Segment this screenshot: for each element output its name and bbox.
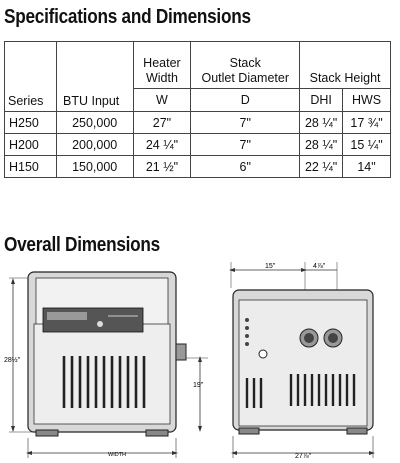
d-cell: 6" <box>190 155 301 178</box>
btu-cell: 150,000 <box>55 155 134 178</box>
series-header <box>4 41 57 112</box>
overall-title: Overall Dimensions <box>4 234 160 256</box>
btu-header-label: BTU Input <box>63 94 120 108</box>
series-cell: H150 <box>4 155 57 178</box>
side-height-label: 19" <box>193 382 204 389</box>
w-cell: 24 ¼" <box>132 133 192 156</box>
heater-rear-view: 15" 4⅞" 27⅞" <box>229 262 375 460</box>
heater-front-view: 28½" 19" WIDTH <box>4 271 208 458</box>
top-offset-label: 15" <box>265 263 276 270</box>
hws-header: HWS <box>342 88 391 112</box>
d-header: D <box>190 88 301 112</box>
table-row: H250 250,000 27" 7" 28 ¼" 17 ¾" <box>4 111 391 134</box>
btu-cell: 250,000 <box>55 111 134 134</box>
dhi-cell: 28 ¼" <box>299 111 344 134</box>
w-cell: 21 ½" <box>132 155 192 178</box>
table-row: H200 200,000 24 ¼" 7" 28 ¼" 15 ¼" <box>4 133 391 156</box>
d-cell: 7" <box>190 133 301 156</box>
hws-cell: 15 ¼" <box>342 133 391 156</box>
dhi-header: DHI <box>299 88 344 112</box>
front-louvers <box>62 356 146 408</box>
width-dimension-label: WIDTH <box>108 452 126 458</box>
w-cell: 27" <box>132 111 192 134</box>
depth-dimension-label: 27⅞" <box>295 453 312 460</box>
rear-louvers <box>289 374 356 406</box>
dhi-cell: 22 ¼" <box>299 155 344 178</box>
series-cell: H250 <box>4 111 57 134</box>
specs-title: Specifications and Dimensions <box>4 6 251 28</box>
table-row: H150 150,000 21 ½" 6" 22 ¼" 14" <box>4 155 391 178</box>
d-cell: 7" <box>190 111 301 134</box>
series-cell: H200 <box>4 133 57 156</box>
stack-height-header: Stack Height <box>299 41 391 89</box>
dhi-cell: 28 ¼" <box>299 133 344 156</box>
stack-outlet-header: Stack Outlet Diameter <box>190 41 301 89</box>
btu-cell: 200,000 <box>55 133 134 156</box>
hws-cell: 17 ¾" <box>342 111 391 134</box>
top-gap-label: 4⅞" <box>313 263 326 270</box>
hws-cell: 14" <box>342 155 391 178</box>
w-header: W <box>132 88 192 112</box>
series-header-label: Series <box>8 94 44 108</box>
heater-width-header: Heater Width <box>132 41 192 89</box>
height-dimension-label: 28½" <box>4 356 21 364</box>
specifications-table: Heater Width Stack Outlet Diameter Stack… <box>4 41 391 178</box>
